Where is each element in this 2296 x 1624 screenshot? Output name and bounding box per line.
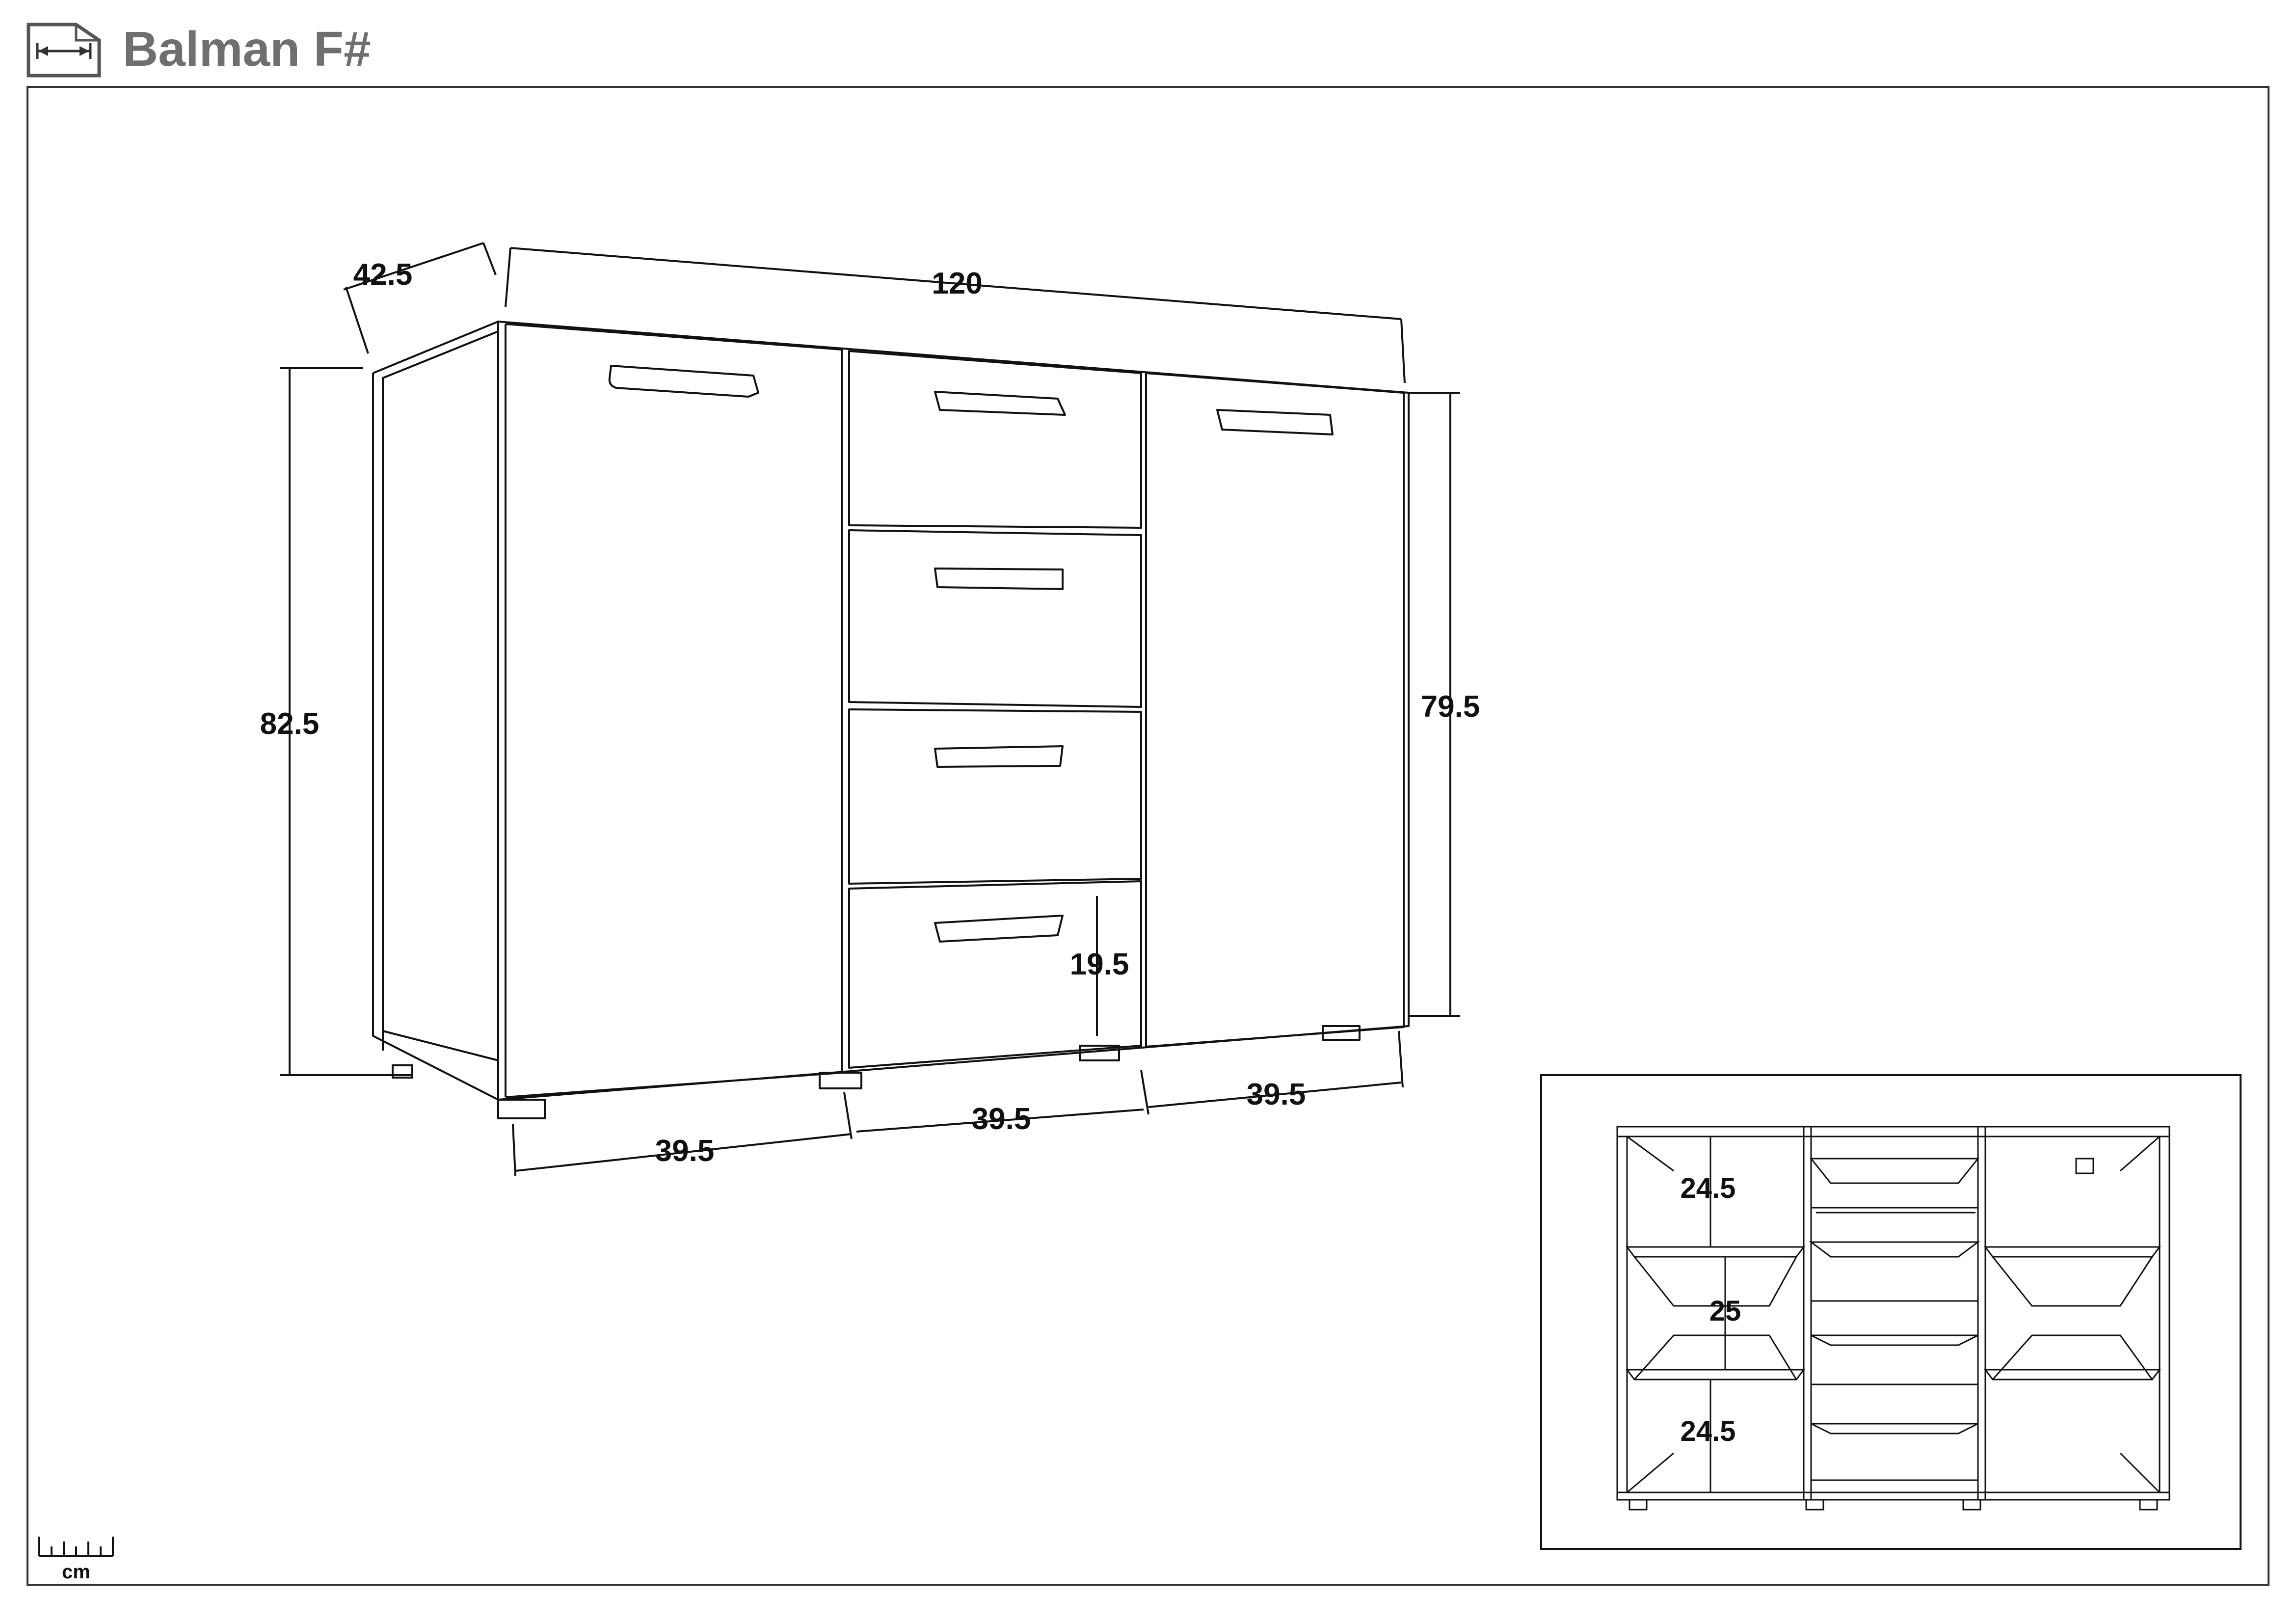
drawer-height-label: 19.5	[1070, 947, 1129, 981]
depth-label: 42.5	[353, 258, 413, 292]
dimension-sheet-icon	[27, 23, 101, 78]
drawing-frame	[27, 86, 2269, 1586]
header: Balman F#	[0, 0, 2296, 83]
scale-unit: cm	[62, 1561, 90, 1583]
ruler-icon	[38, 1537, 114, 1557]
section-right-label: 39.5	[1247, 1078, 1306, 1111]
section-middle-label: 39.5	[972, 1102, 1031, 1136]
height-total-label: 82.5	[260, 707, 320, 741]
product-title: Balman F#	[123, 22, 371, 77]
interior-view	[1540, 1074, 2242, 1550]
interior-middle-label: 25	[1709, 1295, 1741, 1327]
interior-top-label: 24.5	[1681, 1172, 1736, 1204]
interior-bottom-label: 24.5	[1681, 1415, 1736, 1447]
height-body-label: 79.5	[1421, 690, 1480, 724]
section-left-label: 39.5	[655, 1134, 715, 1168]
width-label: 120	[932, 267, 982, 300]
